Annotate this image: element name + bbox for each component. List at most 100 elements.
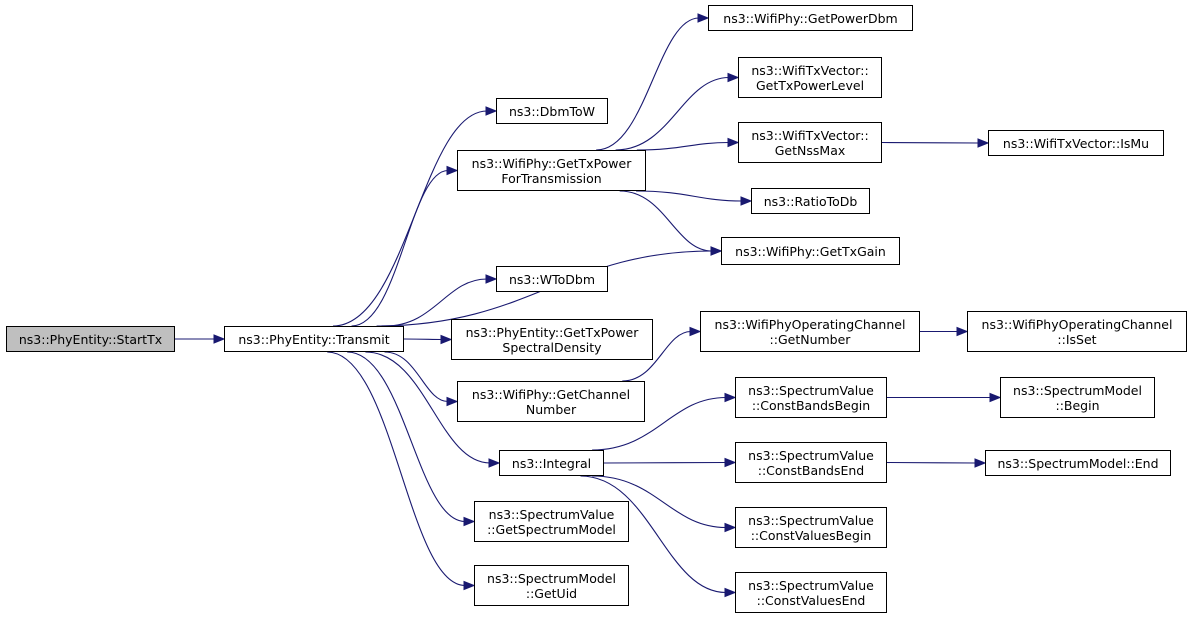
edge-n4-n13 xyxy=(615,76,730,151)
node-label-line: ns3::SpectrumModel::End xyxy=(997,455,1159,471)
node-label-line: ns3::SpectrumValue xyxy=(488,506,615,522)
node-label-line: ::Begin xyxy=(1055,397,1100,413)
arrowhead-n20-n24 xyxy=(974,458,987,468)
node-wifiphyoperatingchannel-getnumber[interactable]: ns3::WifiPhyOperatingChannel ::GetNumber xyxy=(700,311,920,352)
node-label-line: ::ConstBandsBegin xyxy=(751,397,871,413)
edge-n2-n8 xyxy=(384,351,449,403)
node-label-line: ns3::PhyEntity::Transmit xyxy=(238,331,390,347)
node-spectrummodel-end[interactable]: ns3::SpectrumModel::End xyxy=(985,450,1171,476)
node-label-line: ns3::PhyEntity::StartTx xyxy=(18,331,163,347)
node-label-line: ::GetNumber xyxy=(769,331,851,347)
arrowhead-n4-n5 xyxy=(710,246,723,256)
edge-n2-n3 xyxy=(332,110,488,327)
edge-n8-n17 xyxy=(622,330,692,382)
arrowhead-n2-n6 xyxy=(485,274,498,284)
node-label-line: ::ConstValuesEnd xyxy=(756,592,866,608)
arrowhead-n1-n2 xyxy=(213,334,226,344)
node-spectrummodel-getuid[interactable]: ns3::SpectrumModel ::GetUid xyxy=(474,565,629,606)
node-spectrumvalue-constvaluesbegin[interactable]: ns3::SpectrumValue ::ConstValuesBegin xyxy=(735,507,887,548)
arrowhead-n2-n10 xyxy=(463,516,476,527)
edge-n4-n5 xyxy=(619,190,713,252)
edge-n2-n7 xyxy=(403,338,443,341)
node-label-line: ns3::WifiTxVector::IsMu xyxy=(1002,135,1150,151)
arrowhead-n2-n4 xyxy=(446,165,459,176)
node-ratiotodb[interactable]: ns3::RatioToDb xyxy=(751,188,870,214)
edge-n9-n21 xyxy=(592,475,727,529)
arrowhead-n2-n3 xyxy=(485,106,498,116)
node-wifiphy-getchannelnumber[interactable]: ns3::WifiPhy::GetChannel Number xyxy=(457,381,645,422)
node-wifitxvector-getnssmax[interactable]: ns3::WifiTxVector:: GetNssMax xyxy=(738,122,882,163)
node-phyentity-gettxpower-spectraldensity[interactable]: ns3::PhyEntity::GetTxPower SpectralDensi… xyxy=(451,319,653,360)
node-label-line: ::ConstBandsEnd xyxy=(757,462,865,478)
arrowhead-n9-n20 xyxy=(724,457,737,468)
node-wifiphy-gettxgain[interactable]: ns3::WifiPhy::GetTxGain xyxy=(721,237,900,265)
arrowhead-n4-n15 xyxy=(740,196,753,206)
node-dbmtow[interactable]: ns3::DbmToW xyxy=(496,98,608,124)
node-integral[interactable]: ns3::Integral xyxy=(499,450,604,476)
arrowhead-n9-n21 xyxy=(724,522,737,533)
node-spectrummodel-begin[interactable]: ns3::SpectrumModel ::Begin xyxy=(1000,377,1155,418)
edge-n2-n6 xyxy=(385,278,488,327)
node-label-line: ns3::WToDbm xyxy=(508,271,596,287)
node-label-line: ns3::WifiPhyOperatingChannel xyxy=(981,316,1173,332)
edge-n20-n24 xyxy=(886,461,977,464)
node-wifitxvector-ismu[interactable]: ns3::WifiTxVector::IsMu xyxy=(988,130,1164,156)
arrowhead-n2-n9 xyxy=(488,458,501,468)
node-label-line: ForTransmission xyxy=(501,170,602,186)
arrowhead-n4-n14 xyxy=(727,137,740,148)
arrowhead-n17-n18 xyxy=(956,326,969,337)
edge-n2-n9 xyxy=(365,351,491,464)
node-label-line: ::GetSpectrumModel xyxy=(487,521,616,537)
arrowhead-n8-n17 xyxy=(689,326,702,337)
edge-n2-n11 xyxy=(327,351,466,587)
node-spectrumvalue-constbandsbegin[interactable]: ns3::SpectrumValue ::ConstBandsBegin xyxy=(735,377,887,418)
node-label-line: ns3::PhyEntity::GetTxPower xyxy=(465,324,639,340)
node-label-line: ns3::SpectrumValue xyxy=(748,382,874,398)
arrowhead-n2-n11 xyxy=(463,580,476,591)
edge-n9-n19 xyxy=(592,396,727,451)
node-label-line: GetTxPowerLevel xyxy=(755,77,865,93)
node-wifiphy-gettxpower-fortransmission[interactable]: ns3::WifiPhy::GetTxPower ForTransmission xyxy=(457,150,646,191)
node-label-line: ns3::SpectrumValue xyxy=(748,447,874,463)
arrowhead-n14-n16 xyxy=(977,138,990,148)
node-label-line: ns3::WifiPhy::GetTxPower xyxy=(471,155,632,171)
edge-n14-n16 xyxy=(881,141,980,144)
node-label-line: ns3::WifiPhy::GetPowerDbm xyxy=(723,10,898,26)
arrowhead-n9-n19 xyxy=(724,392,737,403)
node-wifiphyoperatingchannel-isset[interactable]: ns3::WifiPhyOperatingChannel ::IsSet xyxy=(967,311,1187,352)
node-spectrumvalue-getspectrummodel[interactable]: ns3::SpectrumValue ::GetSpectrumModel xyxy=(474,501,629,542)
node-wifitxvector-gettxpowerlevel[interactable]: ns3::WifiTxVector:: GetTxPowerLevel xyxy=(738,57,882,98)
node-label-line: ns3::SpectrumModel xyxy=(487,570,616,586)
edge-n2-n10 xyxy=(347,351,466,523)
node-label-line: ns3::WifiTxVector:: xyxy=(751,62,869,78)
node-spectrumvalue-constbandsend[interactable]: ns3::SpectrumValue ::ConstBandsEnd xyxy=(735,442,887,483)
arrowhead-n19-n23 xyxy=(989,392,1002,403)
arrowhead-n4-n13 xyxy=(727,72,740,83)
edge-n9-n20 xyxy=(603,461,727,464)
node-label-line: GetNssMax xyxy=(774,142,846,158)
node-label-line: ::ConstValuesBegin xyxy=(750,527,872,543)
node-label-line: ::GetUid xyxy=(525,585,578,601)
node-label-line: ns3::WifiPhy::GetTxGain xyxy=(735,243,886,259)
node-label-line: ns3::WifiPhyOperatingChannel xyxy=(714,316,906,332)
node-label-line: ::IsSet xyxy=(1057,331,1097,347)
node-phyentity-transmit[interactable]: ns3::PhyEntity::Transmit xyxy=(224,326,404,352)
edge-n4-n12 xyxy=(596,17,700,151)
node-phyentity-starttx: ns3::PhyEntity::StartTx xyxy=(6,326,175,352)
node-label-line: ns3::SpectrumValue xyxy=(748,512,874,528)
node-label-line: ns3::SpectrumValue xyxy=(748,577,874,593)
node-spectrumvalue-constvaluesend[interactable]: ns3::SpectrumValue ::ConstValuesEnd xyxy=(735,572,887,613)
node-label-line: SpectralDensity xyxy=(502,339,602,355)
edge-n4-n15 xyxy=(636,190,743,202)
node-label-line: ns3::WifiPhy::GetChannel xyxy=(471,386,631,402)
arrowhead-n4-n12 xyxy=(697,13,710,23)
arrowhead-n2-n7 xyxy=(440,334,453,345)
node-label-line: ns3::WifiTxVector:: xyxy=(751,127,869,143)
arrowhead-n9-n22 xyxy=(724,587,737,598)
node-wtodbm[interactable]: ns3::WToDbm xyxy=(496,266,608,292)
node-label-line: ns3::RatioToDb xyxy=(763,193,858,209)
node-wifiphy-getpowerdbm[interactable]: ns3::WifiPhy::GetPowerDbm xyxy=(708,5,913,31)
node-label-line: ns3::DbmToW xyxy=(508,103,596,119)
